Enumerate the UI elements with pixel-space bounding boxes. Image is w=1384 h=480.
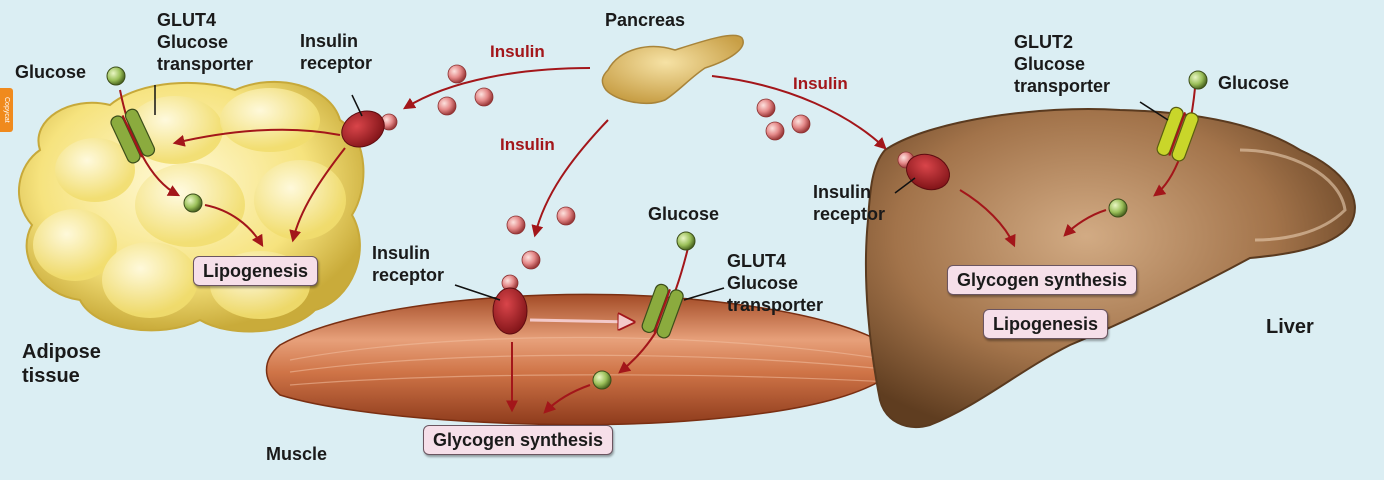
muscle-receptor-label: Insulin receptor [372,242,444,286]
muscle-illustration [265,293,906,426]
insulin-particles [380,64,915,292]
adipose-glut4-line3: transporter [157,54,254,74]
adipose-glut4-line1: GLUT4 [157,10,217,30]
muscle-label: Muscle [266,444,328,464]
leader-lines [154,85,1169,301]
insulin-label-to-muscle: Insulin [500,135,555,154]
muscle-receptor-line2: receptor [372,265,445,285]
adipose-receptor-line2: receptor [300,53,373,73]
liver-highlight [1239,148,1347,242]
adipose-glut4-label: GLUT4 Glucose transporter [157,9,253,75]
adipose-glut4-line2: Glucose [157,32,229,52]
adipose-tissue-label: Adipose tissue [22,340,101,388]
muscle-glucose-label: Glucose [648,204,720,224]
liver-lipogenesis-box: Lipogenesis [983,309,1109,339]
liver-glycogen-synthesis-box: Glycogen synthesis [947,265,1138,295]
glut4-muscle-transporter [641,283,684,339]
liver-receptor-label: Insulin receptor [813,181,885,225]
liver-receptor-line2: receptor [813,204,886,224]
muscle-glut4-line1: GLUT4 [727,251,787,271]
liver-label: Liver [1266,316,1314,338]
muscle-glut4-line3: transporter [727,295,824,315]
adipose-lipogenesis-box: Lipogenesis [193,256,319,286]
adipose-glucose-label: Glucose [15,62,87,82]
muscle-receptor-line1: Insulin [372,243,430,263]
adipose-tissue-line1: Adipose [22,341,101,363]
muscle-glut4-label: GLUT4 Glucose transporter [727,250,823,316]
adipose-tissue-line2: tissue [22,365,80,387]
liver-glut2-line2: Glucose [1014,54,1086,74]
insulin-label-to-adipose: Insulin [490,42,545,61]
muscle-glycogen-synthesis-box: Glycogen synthesis [423,425,614,455]
pancreas-label: Pancreas [605,10,686,30]
glut2-liver-transporter [1156,106,1199,162]
adipose-receptor-line1: Insulin [300,31,358,51]
adipose-receptor-label: Insulin receptor [300,30,372,74]
liver-glut2-label: GLUT2 Glucose transporter [1014,31,1110,97]
liver-glut2-line1: GLUT2 [1014,32,1074,52]
insulin-label-to-liver: Insulin [793,74,848,93]
liver-glut2-line3: transporter [1014,76,1111,96]
muscle-fibers [289,336,896,386]
pancreas-illustration [601,34,744,104]
insulin-receptors [341,110,950,335]
liver-glucose-label: Glucose [1218,73,1290,93]
glut4-adipose-transporter [110,108,156,164]
muscle-signal-arrow [529,320,632,322]
glucose-molecules [106,66,1208,390]
muscle-glut4-line2: Glucose [727,273,799,293]
liver-receptor-line1: Insulin [813,182,871,202]
copycat-watermark-tab: Copycat [0,88,13,132]
